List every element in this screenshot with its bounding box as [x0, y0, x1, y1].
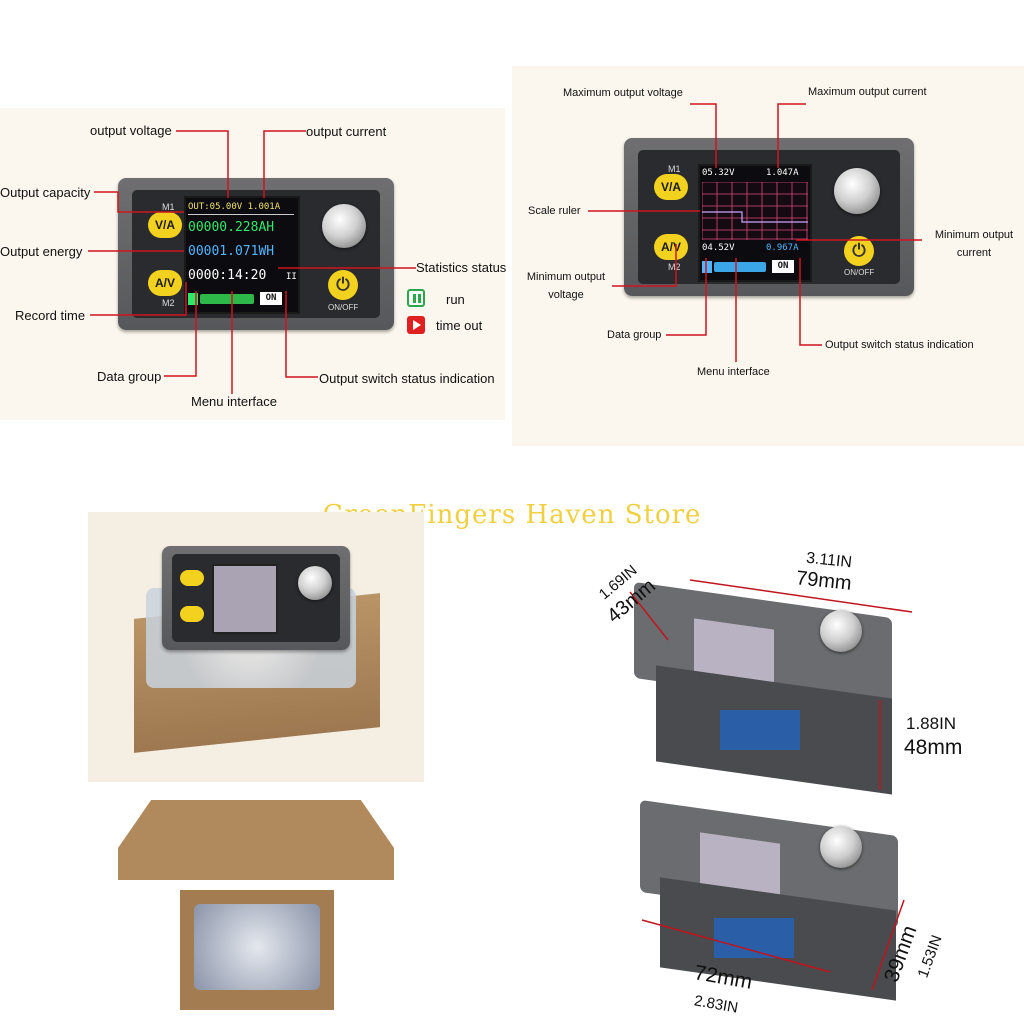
label-time-out: time out — [436, 318, 483, 333]
label-run: run — [446, 292, 465, 307]
left-device-face: M1 V/A A/V M2 OUT:05.00V 1.001A 00000.22… — [132, 190, 380, 318]
knob-icon[interactable] — [322, 204, 366, 248]
va-button-right[interactable]: V/A — [654, 174, 688, 200]
label-output-current: output current — [306, 124, 387, 139]
label-output-energy: Output energy — [0, 244, 83, 259]
label-max-voltage: Maximum output voltage — [563, 87, 683, 99]
m2-label: M2 — [162, 298, 175, 308]
label-output-switch-right: Output switch status indication — [825, 339, 974, 351]
label-output-switch: Output switch status indication — [319, 371, 495, 386]
top-terminal-block — [720, 710, 800, 750]
right-device-face: M1 V/A A/V M2 05.32V 1.047A 04.52V — [638, 150, 900, 284]
out-line: OUT:05.00V 1.001A — [188, 202, 281, 212]
energy-value: 00001.071WH — [188, 244, 275, 259]
capacity-value: 00000.228AH — [188, 220, 275, 235]
m1-label: M1 — [162, 202, 175, 212]
boxed-device-face — [172, 554, 340, 642]
data-group-indicator — [188, 293, 198, 305]
onoff-label: ON/OFF — [328, 303, 359, 312]
bottom-terminal-block — [714, 918, 794, 958]
dim-top-height-mm: 48mm — [904, 736, 963, 759]
label-min-current: Minimum output current — [934, 229, 1014, 259]
m1-label-right: M1 — [668, 164, 681, 174]
label-scale-ruler: Scale ruler — [528, 205, 581, 217]
right-device: M1 V/A A/V M2 05.32V 1.047A 04.52V — [624, 138, 914, 296]
data-group-indicator-right — [702, 261, 712, 273]
boxed-va-button — [180, 570, 204, 586]
on-badge: ON — [260, 292, 282, 305]
max-voltage-value: 05.32V — [702, 168, 735, 178]
boxed-screen — [212, 564, 278, 634]
label-data-group-right: Data group — [607, 329, 662, 341]
open-box-photo — [118, 800, 394, 1024]
top-knob — [820, 610, 862, 652]
power-icon[interactable]: ⏻ — [328, 270, 358, 300]
max-current-value: 1.047A — [766, 168, 799, 178]
right-screen: 05.32V 1.047A 04.52V 0.967A ON — [698, 164, 812, 282]
boxed-av-button — [180, 606, 204, 622]
menu-bar-right — [714, 262, 766, 272]
scale-ruler-grid — [702, 182, 808, 240]
av-button[interactable]: A/V — [148, 270, 182, 296]
knob-icon-right[interactable] — [834, 168, 880, 214]
boxed-device — [162, 546, 350, 650]
box-lid — [118, 800, 394, 880]
min-current-value: 0.967A — [766, 243, 799, 253]
av-button-right[interactable]: A/V — [654, 234, 688, 260]
boxed-device-photo — [88, 512, 424, 782]
label-menu-interface-right: Menu interface — [697, 366, 770, 378]
label-statistics-status: Statistics status — [416, 260, 507, 275]
boxed-knob — [298, 566, 332, 600]
menu-bar — [200, 294, 254, 304]
label-data-group: Data group — [97, 369, 162, 384]
wrapped-device — [194, 904, 320, 990]
label-max-current: Maximum output current — [808, 86, 927, 98]
timeout-icon — [407, 316, 425, 334]
left-screen: OUT:05.00V 1.001A 00000.228AH 00001.071W… — [184, 196, 300, 314]
label-output-capacity: Output capacity — [0, 185, 91, 200]
dim-bottom-height-in: 1.53IN — [914, 932, 946, 981]
out-underline — [188, 214, 294, 215]
on-badge-right: ON — [772, 260, 794, 273]
va-button[interactable]: V/A — [148, 212, 182, 238]
label-menu-interface: Menu interface — [191, 394, 277, 409]
min-voltage-value: 04.52V — [702, 243, 735, 253]
power-icon-right[interactable]: ⏻ — [844, 236, 874, 266]
label-output-voltage: output voltage — [90, 123, 172, 138]
label-record-time: Record time — [15, 308, 86, 323]
bottom-knob — [820, 826, 862, 868]
dim-top-height-in: 1.88IN — [906, 714, 957, 733]
m2-label-right: M2 — [668, 262, 681, 272]
left-device: M1 V/A A/V M2 OUT:05.00V 1.001A 00000.22… — [118, 178, 394, 330]
dimension-top-device — [624, 581, 894, 795]
run-icon — [407, 289, 425, 307]
onoff-label-right: ON/OFF — [844, 268, 875, 277]
dimension-bottom-device — [630, 799, 900, 1001]
time-value: 0000:14:20 — [188, 268, 267, 283]
label-min-voltage: Minimum output voltage — [526, 271, 606, 301]
pause-mark: II — [286, 272, 297, 282]
